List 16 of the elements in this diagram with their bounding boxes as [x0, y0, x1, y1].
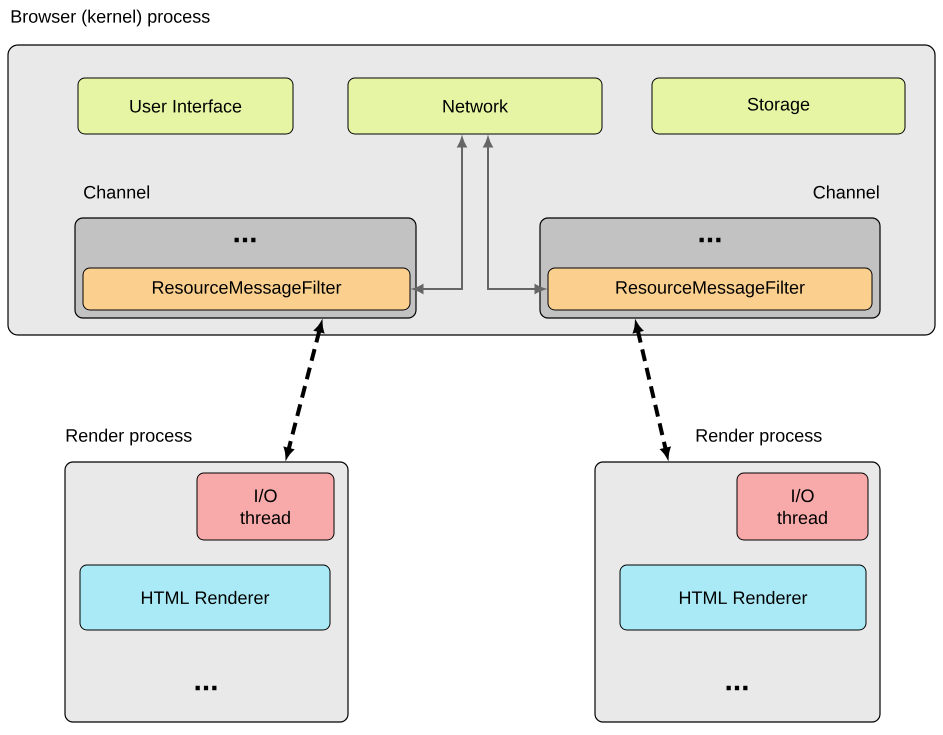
node-label: Render process [66, 428, 192, 446]
node-label: Channel [84, 185, 150, 199]
arrow [413, 137, 467, 294]
thread-box: I/O thread [196, 472, 334, 540]
component-box: User Interface [78, 78, 294, 134]
node-label: Render process [696, 428, 822, 446]
filter-box: ResourceMessageFilter [82, 268, 410, 310]
component-box: HTML Renderer [80, 564, 330, 630]
thread-box: I/O thread [736, 472, 868, 540]
filter-box: ResourceMessageFilter [548, 268, 872, 310]
component-box: Storage [652, 78, 906, 134]
node-label: Browser (kernel) process [12, 10, 210, 26]
component-box: Network [348, 78, 602, 134]
node-label: Channel [814, 185, 879, 199]
component-box: HTML Renderer [620, 564, 866, 630]
arrow [483, 137, 545, 294]
